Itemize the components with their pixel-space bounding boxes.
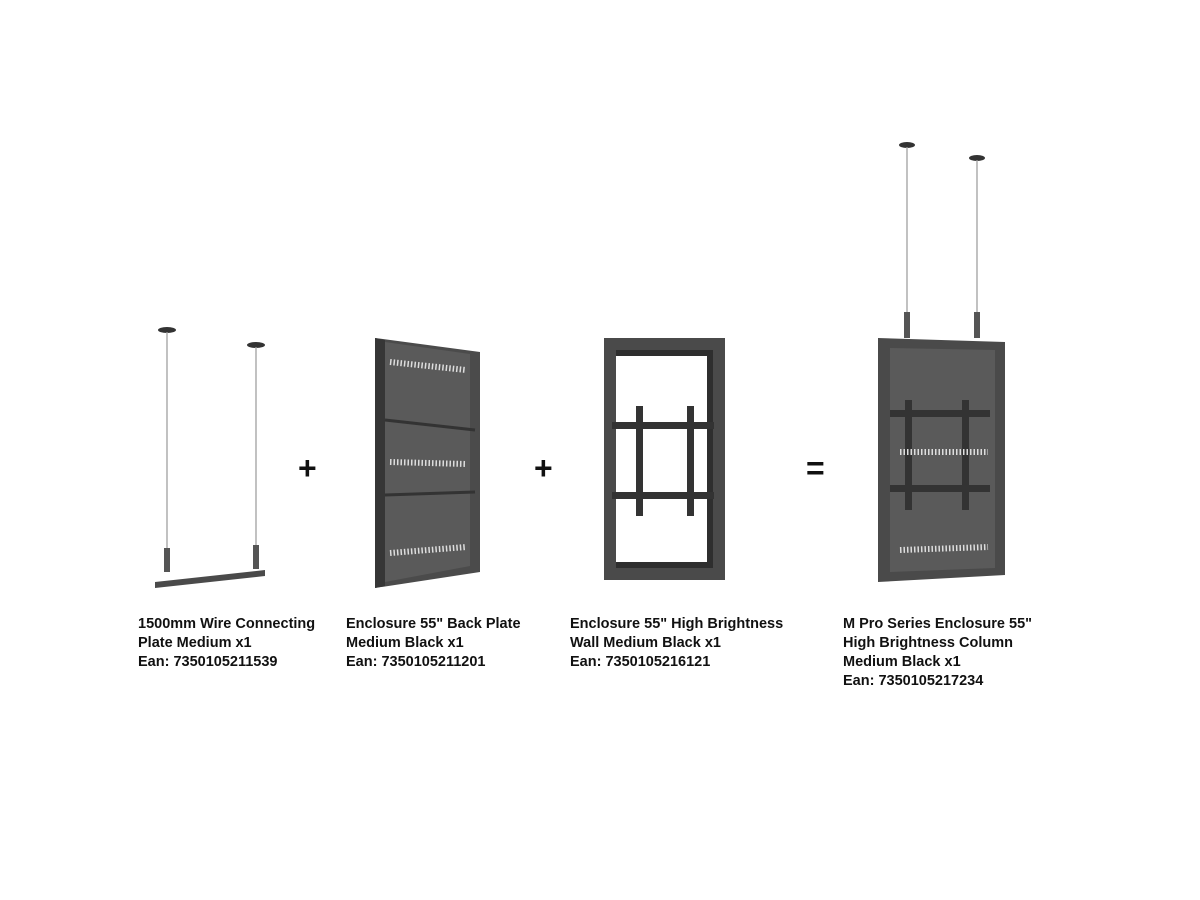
product-ean: Ean: 7350105211201 bbox=[346, 654, 486, 670]
plus-operator-2: + bbox=[534, 450, 553, 486]
product-name-line: Wall Medium Black x1 bbox=[570, 635, 721, 651]
product-caption-back-plate: Enclosure 55" Back Plate Medium Black x1… bbox=[346, 615, 521, 672]
wall-frame-image bbox=[604, 338, 725, 580]
product-caption-wire-plate: 1500mm Wire Connecting Plate Medium x1 E… bbox=[138, 615, 315, 672]
back-plate-image bbox=[375, 338, 480, 588]
product-ean: Ean: 7350105217234 bbox=[843, 673, 984, 689]
product-caption-column: M Pro Series Enclosure 55" High Brightne… bbox=[843, 615, 1032, 691]
product-name-line: 1500mm Wire Connecting bbox=[138, 616, 316, 632]
product-ean: Ean: 7350105211539 bbox=[138, 654, 278, 670]
product-name-line: Enclosure 55" Back Plate bbox=[346, 616, 521, 632]
product-name-line: Plate Medium x1 bbox=[138, 635, 252, 651]
product-caption-wall: Enclosure 55" High Brightness Wall Mediu… bbox=[570, 615, 783, 672]
product-name-line: Medium Black x1 bbox=[843, 654, 961, 670]
wire-connecting-plate-image bbox=[155, 327, 265, 588]
equals-operator: = bbox=[806, 450, 825, 486]
plus-operator-1: + bbox=[298, 450, 317, 486]
product-name-line: Enclosure 55" High Brightness bbox=[570, 616, 784, 632]
column-assembly-image bbox=[878, 142, 1005, 582]
product-name-line: High Brightness Column bbox=[843, 635, 1013, 651]
product-name-line: Medium Black x1 bbox=[346, 635, 464, 651]
product-ean: Ean: 7350105216121 bbox=[570, 654, 711, 670]
product-name-line: M Pro Series Enclosure 55" bbox=[843, 616, 1033, 632]
